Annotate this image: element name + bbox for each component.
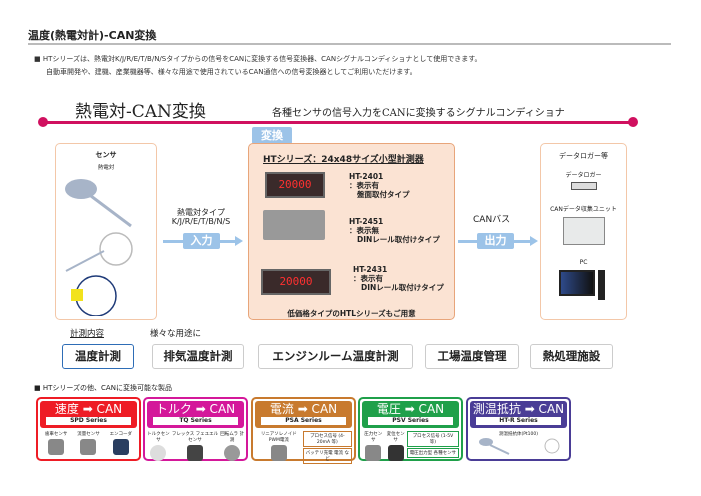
sensor-sub: 熱電対 [97, 165, 115, 171]
desc: ：表示有 [353, 274, 383, 283]
card-item: プロセス信号 (1-5V 等) [406, 431, 459, 447]
desc: DINレール取付けタイプ [357, 235, 440, 244]
logger-item: データロガー [565, 172, 602, 179]
card-item: 変位センサ [384, 431, 406, 461]
card-item: バッテリ充電 電流 など [302, 448, 352, 464]
logger-item: CANデータ収集ユニット [550, 206, 617, 213]
model: HT-2431 [353, 265, 388, 274]
desc: 盤面取付タイプ [357, 190, 410, 199]
title-divider [28, 43, 671, 45]
thermocouple-image [65, 179, 133, 317]
ht-product-1: HT-2401：表示有盤面取付タイプ [349, 172, 410, 199]
use-heat-treatment[interactable]: 熱処理施設 [530, 344, 613, 369]
card-title: 電流 ➡ CAN [269, 402, 338, 416]
can-unit-image [562, 217, 605, 245]
convert-tab: 変換 [252, 127, 292, 144]
card-item: 回転ムラ 計測 [220, 431, 244, 461]
diagram-heading: 熱電対-CAN変換 [75, 102, 206, 122]
input-type-label: 熱電対タイプ [177, 208, 225, 217]
card-series: PSV Series [368, 417, 453, 425]
desc: ：表示有 [349, 181, 379, 190]
model: HT-2451 [349, 217, 384, 226]
htl-note: 低価格タイプのHTLシリーズもご用意 [287, 309, 416, 318]
card-item: 圧力センサ [362, 431, 384, 461]
card-item: 歯車センサ [45, 431, 67, 455]
page-title: 温度(熱電対計)-CAN変換 [28, 29, 157, 42]
ht-title: HTシリーズ：24x48サイズ小型計測器 [263, 155, 424, 165]
card-item: 電圧出力型 各種センサ [406, 448, 459, 458]
card-series: PSA Series [261, 417, 346, 425]
data-logger-image [570, 182, 597, 190]
card-item: 測温抵抗体(Pt100) [470, 431, 567, 457]
card-title: トルク ➡ CAN [155, 402, 236, 416]
uses-label-1: 計測内容 [70, 329, 105, 339]
card-title: 電圧 ➡ CAN [376, 402, 445, 416]
logger-box: データロガー等 データロガー CANデータ収集ユニット PC [540, 143, 627, 320]
ht-series-box: HTシリーズ：24x48サイズ小型計測器 20000 20000 HT-2401… [248, 143, 455, 320]
card-item: プロセス信号 (4-20mA 等) [302, 431, 352, 447]
heading-line [42, 121, 636, 124]
input-arrow-head [235, 236, 243, 246]
pc-image [559, 270, 626, 300]
desc: ：表示無 [349, 226, 379, 235]
logger-item: PC [579, 259, 588, 266]
line-dot-right [628, 117, 638, 127]
model: HT-2401 [349, 172, 384, 181]
use-temperature[interactable]: 温度計測 [62, 344, 134, 369]
ht-2401-image: 20000 [265, 172, 325, 198]
card-item: トルクセンサ [147, 431, 170, 461]
uses-label-2: 様々な用途に [150, 329, 202, 339]
card-item: 流量センサ [77, 431, 100, 455]
sensor-box: センサ 熱電対 [55, 143, 157, 320]
card-item: フレックス フェユエルセンサ [170, 431, 220, 461]
ht-2431-image: 20000 [261, 269, 331, 295]
card-item: リニアソレノイド PWM電流 [255, 431, 303, 464]
card-title: 速度 ➡ CAN [54, 402, 123, 416]
output-arrow-head [530, 236, 538, 246]
ht-2451-image [263, 210, 325, 240]
sensor-title: センサ [95, 151, 117, 159]
logger-title: データロガー等 [559, 152, 608, 160]
card-series: SPD Series [46, 417, 131, 425]
use-exhaust[interactable]: 排気温度計測 [152, 344, 244, 369]
line-dot-left [38, 117, 48, 127]
desc: DINレール取付けタイプ [361, 283, 444, 292]
card-series: TQ Series [153, 417, 238, 425]
diagram-subheading: 各種センサの信号入力をCANに変換するシグナルコンディショナ [272, 108, 565, 119]
others-heading: ■ HTシリーズの他、CANに変換可能な製品 [34, 384, 172, 392]
use-factory[interactable]: 工場温度管理 [425, 344, 519, 369]
card-title: 測温抵抗 ➡ CAN [472, 402, 565, 416]
rtd-image [478, 438, 559, 455]
can-bus-label: CANバス [473, 215, 511, 225]
intro-line-2: 自動車開発や、建機、産業機器等、様々な用途で使用されているCAN通信への信号変換… [46, 68, 417, 76]
card-item: エンコーダ [110, 431, 132, 455]
card-series: HT-R Series [476, 417, 561, 425]
use-engine-room[interactable]: エンジンルーム温度計測 [258, 344, 413, 369]
input-types: K/J/R/E/T/B/N/S [171, 217, 231, 226]
input-pill: 入力 [183, 233, 220, 249]
intro-line-1: ■ HTシリーズは、熱電対K/J/R/E/T/B/N/Sタイプからの信号をCAN… [34, 55, 482, 63]
output-pill: 出力 [477, 233, 514, 249]
